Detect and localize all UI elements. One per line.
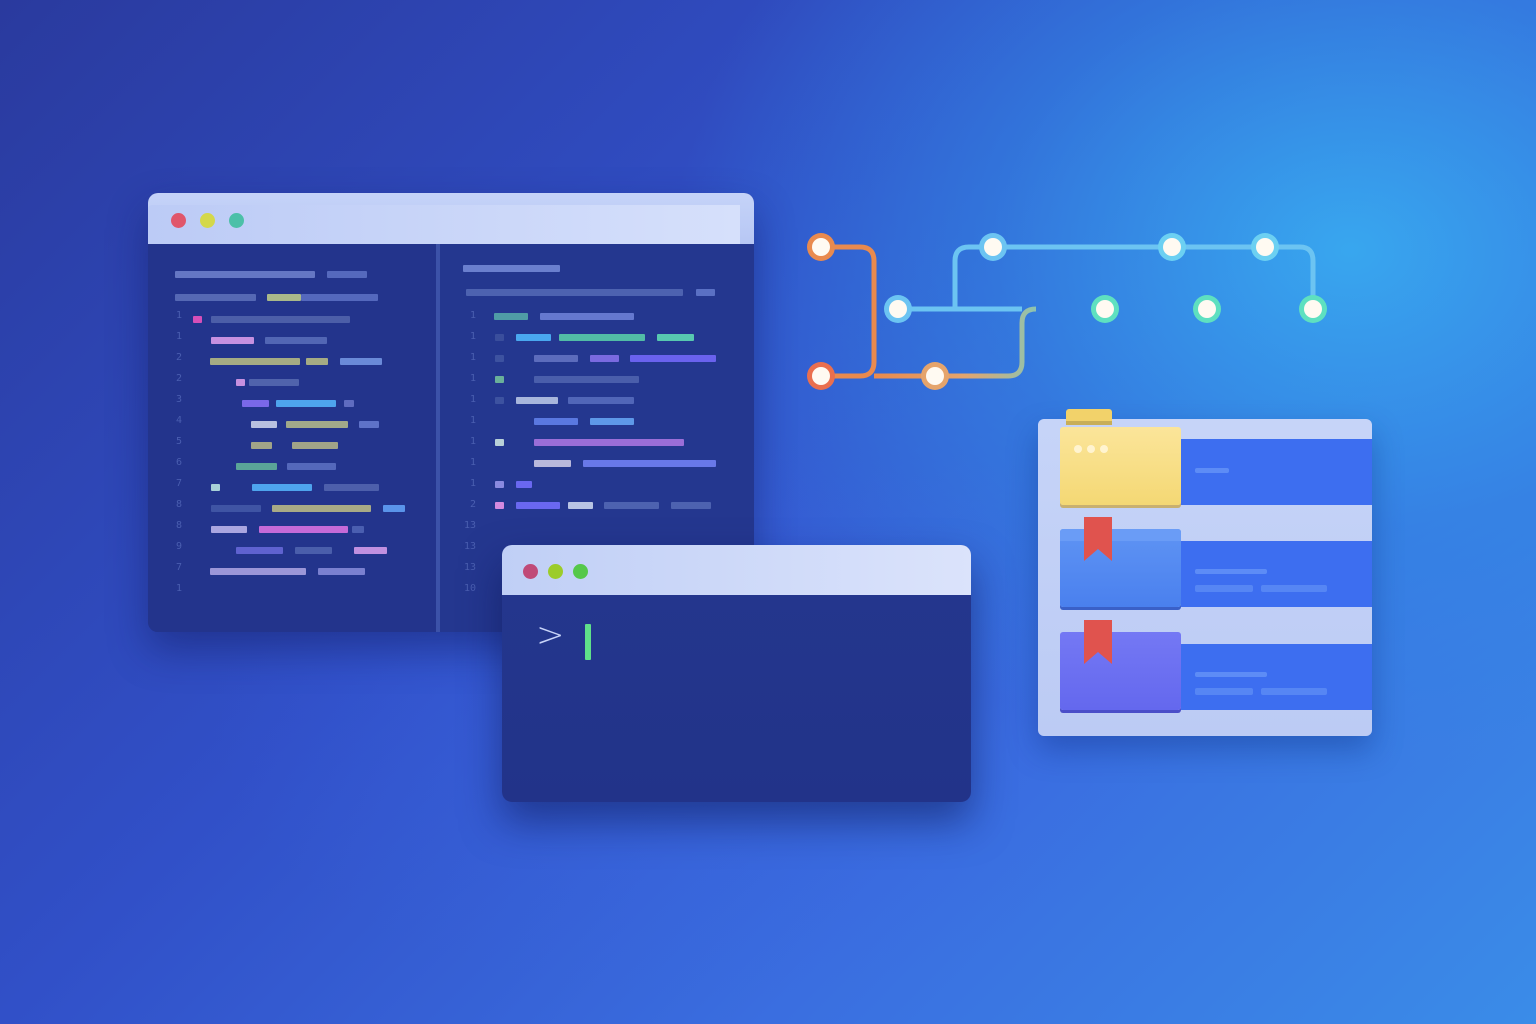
blue-branch-line (952, 244, 1316, 309)
line-number: 1 (469, 352, 476, 363)
commit-node[interactable] (1158, 233, 1186, 261)
minimize-button[interactable] (548, 564, 563, 579)
line-number: 1 (469, 436, 476, 447)
line-number: 5 (175, 436, 182, 447)
commit-node[interactable] (807, 233, 835, 261)
file-row[interactable] (1181, 439, 1372, 505)
line-number: 13 (463, 541, 476, 552)
line-number: 8 (175, 520, 182, 531)
git-branch-graph (807, 233, 1385, 390)
close-button[interactable] (523, 564, 538, 579)
line-number: 1 (175, 331, 182, 342)
commit-node[interactable] (1193, 295, 1221, 323)
file-browser-panel (1038, 409, 1372, 736)
bookmark-icon (1084, 620, 1112, 664)
bookmark-icon (1084, 517, 1112, 561)
commit-node[interactable] (884, 295, 912, 323)
folder-blue-icon[interactable] (1060, 517, 1181, 607)
line-number: 1 (175, 310, 182, 321)
terminal-titlebar (502, 545, 971, 595)
line-number: 2 (175, 352, 182, 363)
line-number: 2 (175, 373, 182, 384)
line-number: 7 (175, 478, 182, 489)
line-number: 1 (469, 457, 476, 468)
commit-node[interactable] (1251, 233, 1279, 261)
line-number: 13 (463, 562, 476, 573)
line-number: 9 (175, 541, 182, 552)
text-cursor[interactable] (585, 624, 591, 660)
commit-node[interactable] (979, 233, 1007, 261)
line-number: 7 (175, 562, 182, 573)
commit-node[interactable] (807, 362, 835, 390)
close-button[interactable] (171, 213, 186, 228)
line-number: 1 (469, 331, 476, 342)
maximize-button[interactable] (229, 213, 244, 228)
line-number: 1 (175, 583, 182, 594)
line-number: 8 (175, 499, 182, 510)
folder-purple-icon[interactable] (1060, 620, 1181, 710)
folder-yellow-icon[interactable] (1060, 409, 1181, 505)
file-row[interactable] (1181, 644, 1372, 710)
line-number: 10 (463, 583, 476, 594)
line-number: 1 (469, 310, 476, 321)
editor-left-pane[interactable]: 1 1 2 2 3 4 5 6 7 8 8 9 7 1 (148, 244, 436, 632)
line-number: 1 (469, 373, 476, 384)
commit-node[interactable] (1091, 295, 1119, 323)
line-number: 6 (175, 457, 182, 468)
commit-node[interactable] (921, 362, 949, 390)
line-number: 2 (469, 499, 476, 510)
line-number: 4 (175, 415, 182, 426)
line-number: 1 (469, 394, 476, 405)
editor-titlebar (148, 193, 754, 244)
prompt-symbol: > (536, 615, 565, 655)
line-number: 1 (469, 478, 476, 489)
line-number: 1 (469, 415, 476, 426)
line-number: 13 (463, 520, 476, 531)
terminal-window[interactable]: > (502, 545, 971, 802)
orange-branch-line (821, 244, 877, 379)
commit-node[interactable] (1299, 295, 1327, 323)
maximize-button[interactable] (573, 564, 588, 579)
minimize-button[interactable] (200, 213, 215, 228)
file-row[interactable] (1181, 541, 1372, 607)
pane-divider[interactable] (436, 244, 440, 632)
line-number: 3 (175, 394, 182, 405)
